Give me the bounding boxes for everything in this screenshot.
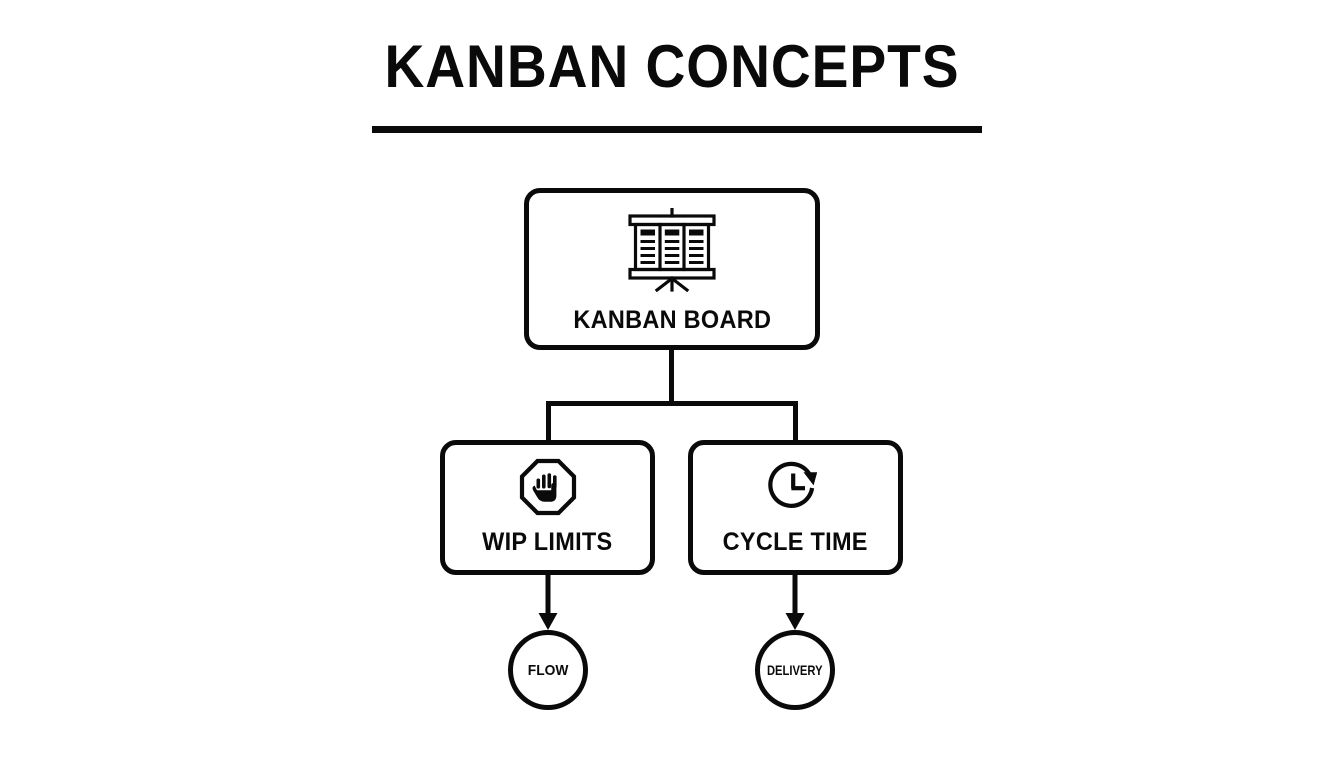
page-title: KANBAN CONCEPTS <box>384 33 960 100</box>
node-delivery[interactable]: DELIVERY <box>755 630 835 710</box>
node-wip-limits-label: WIP LIMITS <box>482 528 613 556</box>
node-delivery-label: DELIVERY <box>767 662 823 678</box>
clock-arrow-icon <box>766 458 826 516</box>
presentation-board-icon <box>624 207 720 292</box>
connector-bus-horizontal <box>546 401 798 406</box>
node-cycle-time-label: CYCLE TIME <box>722 528 869 556</box>
node-cycle-time[interactable]: CYCLE TIME <box>688 440 903 575</box>
node-kanban-board-label: KANBAN BOARD <box>573 305 771 334</box>
connector-drop-to-wip-limits <box>546 401 551 443</box>
title-underline-rule <box>372 126 982 133</box>
connector-arrow-wip-to-flow <box>533 573 563 633</box>
node-flow[interactable]: FLOW <box>508 630 588 710</box>
title-block: KANBAN CONCEPTS <box>0 33 1344 133</box>
node-flow-label: FLOW <box>527 661 569 679</box>
connector-arrow-cycle-to-delivery <box>780 573 810 633</box>
node-wip-limits[interactable]: WIP LIMITS <box>440 440 655 575</box>
connector-trunk-vertical <box>669 350 674 406</box>
connector-drop-to-cycle-time <box>793 401 798 443</box>
stop-hand-icon <box>519 458 577 516</box>
node-kanban-board[interactable]: KANBAN BOARD <box>524 188 820 350</box>
